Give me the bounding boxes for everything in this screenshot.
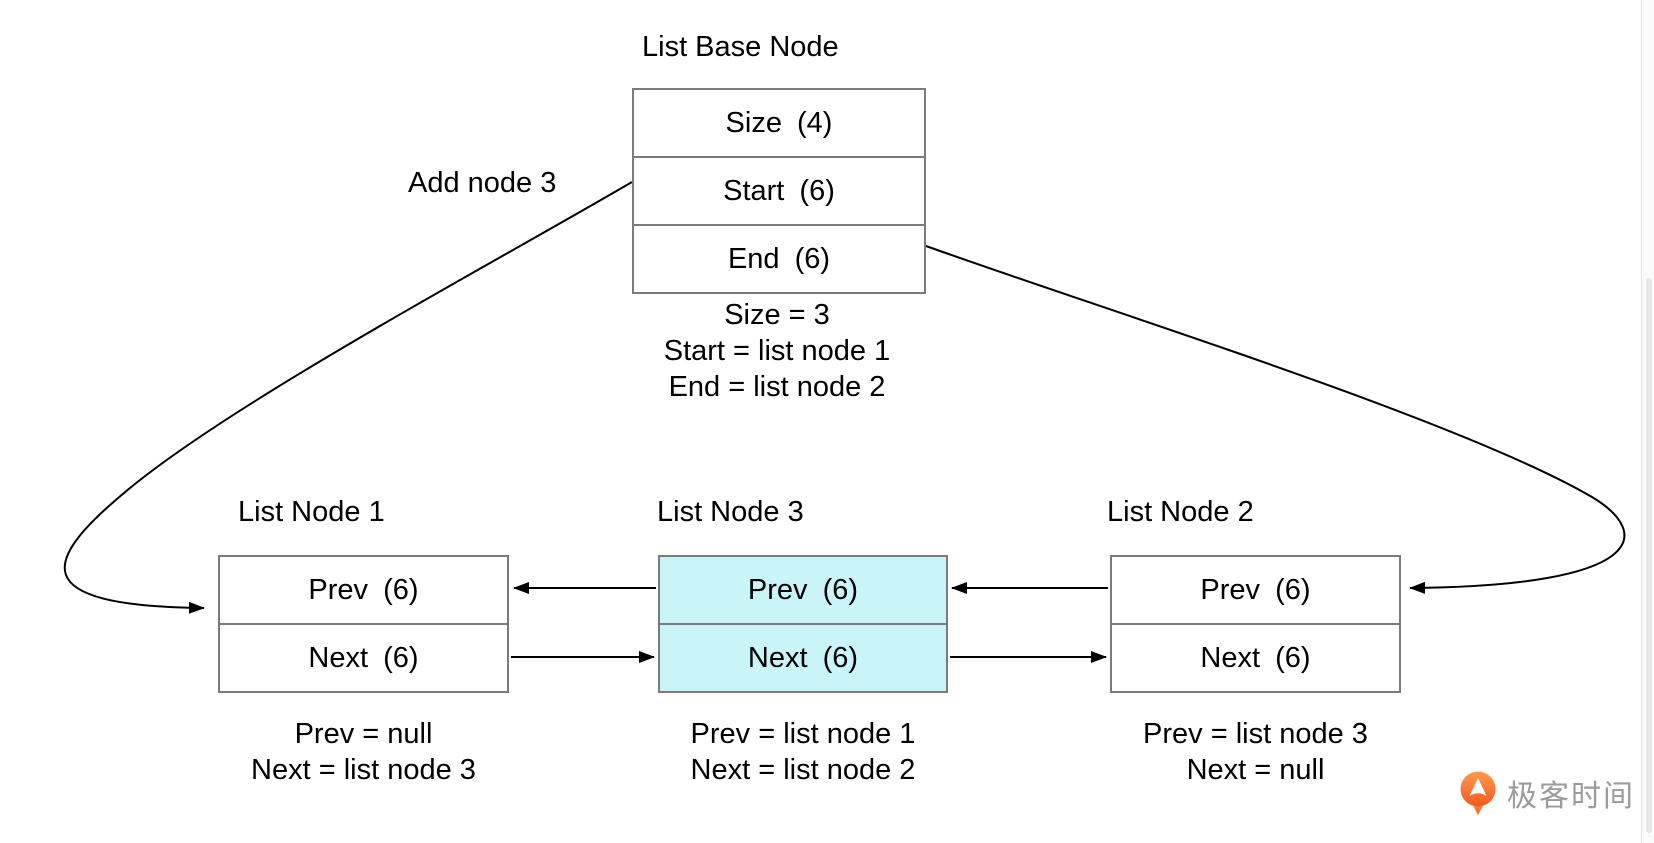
list-node-3-note-prev: Prev = list node 1 bbox=[690, 718, 916, 750]
list-node-3-notes: Prev = list node 1 Next = list node 2 bbox=[598, 716, 1008, 788]
geektime-logo-icon bbox=[1460, 771, 1496, 815]
list-node-1-title: List Node 1 bbox=[238, 496, 385, 528]
base-note-size: Size = 3 bbox=[724, 299, 830, 331]
scrollbar-thumb[interactable] bbox=[1646, 278, 1652, 833]
list-node-1-notes: Prev = null Next = list node 3 bbox=[158, 716, 569, 788]
edge-label-add-node-3: Add node 3 bbox=[408, 167, 557, 199]
list-node-2-title: List Node 2 bbox=[1107, 496, 1254, 528]
list-node-2-row-next: Next (6) bbox=[1112, 623, 1399, 691]
base-node-notes: Size = 3 Start = list node 1 End = list … bbox=[592, 297, 962, 405]
list-node-3-box: Prev (6) Next (6) bbox=[658, 555, 948, 693]
base-node-box: Size (4) Start (6) End (6) bbox=[632, 88, 926, 294]
list-node-2-box: Prev (6) Next (6) bbox=[1110, 555, 1401, 693]
list-node-1-box: Prev (6) Next (6) bbox=[218, 555, 509, 693]
curve-add-node-to-node1 bbox=[63, 181, 633, 614]
list-node-1-row-next: Next (6) bbox=[220, 623, 507, 691]
base-note-end: End = list node 2 bbox=[668, 371, 886, 403]
list-node-1-note-next: Next = list node 3 bbox=[251, 754, 476, 786]
list-node-2-note-next: Next = null bbox=[1186, 754, 1325, 786]
list-node-3-note-next: Next = list node 2 bbox=[690, 754, 916, 786]
base-node-row-end: End (6) bbox=[634, 224, 924, 292]
list-node-2-note-prev: Prev = list node 3 bbox=[1143, 718, 1368, 750]
list-node-2-notes: Prev = list node 3 Next = null bbox=[1050, 716, 1461, 788]
base-node-title: List Base Node bbox=[642, 31, 839, 63]
geektime-watermark: 极客时间 bbox=[1458, 770, 1635, 816]
curve-end-to-node2 bbox=[925, 245, 1626, 594]
geektime-brand-text: 极客时间 bbox=[1507, 780, 1635, 813]
base-node-row-start: Start (6) bbox=[634, 156, 924, 224]
list-node-2-row-prev: Prev (6) bbox=[1200, 573, 1311, 606]
list-node-3-row-prev: Prev (6) bbox=[747, 573, 859, 606]
list-node-3-title: List Node 3 bbox=[657, 496, 804, 528]
list-node-3-row-next: Next (6) bbox=[660, 623, 946, 691]
base-note-start: Start = list node 1 bbox=[663, 335, 891, 367]
scrollbar-track[interactable] bbox=[1641, 0, 1654, 843]
base-node-row-size: Size (4) bbox=[725, 106, 833, 139]
list-node-1-row-prev: Prev (6) bbox=[308, 573, 419, 606]
list-node-1-note-prev: Prev = null bbox=[294, 718, 433, 750]
